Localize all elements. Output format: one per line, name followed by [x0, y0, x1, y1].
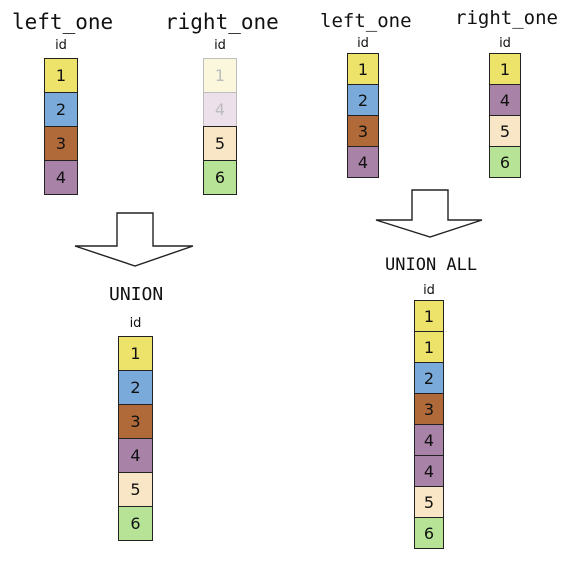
- id-cell: 1: [489, 53, 521, 85]
- id-cell: 2: [118, 370, 153, 405]
- id-cell: 4: [414, 455, 444, 487]
- column-header: id: [357, 36, 369, 51]
- union-all-right-table-title: right_one: [455, 7, 558, 29]
- union-all-operation-label: UNION ALL: [385, 255, 478, 275]
- id-cell: 2: [414, 362, 444, 394]
- id-cell: 6: [203, 160, 237, 195]
- id-cell: 3: [347, 115, 379, 147]
- union-right-table-title: right_one: [165, 10, 279, 34]
- id-cell: 2: [44, 92, 78, 127]
- union-all-left-table-title: left_one: [320, 10, 412, 32]
- column-header: id: [214, 38, 226, 53]
- id-cell: 1: [118, 336, 153, 371]
- id-cell: 5: [118, 472, 153, 507]
- id-cell: 6: [118, 506, 153, 541]
- id-cell: 4: [118, 438, 153, 473]
- id-cell: 1: [44, 58, 78, 93]
- id-cell: 6: [489, 146, 521, 178]
- column-header: id: [129, 316, 142, 331]
- id-cell: 6: [414, 517, 444, 549]
- column-header: id: [423, 283, 435, 298]
- union-left-table-title: left_one: [12, 10, 114, 34]
- down-arrow-icon: [74, 212, 194, 267]
- id-cell: 1: [414, 300, 444, 332]
- column-header: id: [55, 38, 67, 53]
- id-cell: 5: [203, 126, 237, 161]
- id-cell: 4: [489, 84, 521, 116]
- id-cell: 5: [489, 115, 521, 147]
- id-cell: 2: [347, 84, 379, 116]
- union-operation-label: UNION: [109, 284, 164, 305]
- id-cell: 1: [203, 58, 237, 93]
- id-cell: 5: [414, 486, 444, 518]
- id-cell: 3: [414, 393, 444, 425]
- id-cell: 3: [118, 404, 153, 439]
- id-cell: 1: [347, 53, 379, 85]
- id-cell: 3: [44, 126, 78, 161]
- id-cell: 4: [203, 92, 237, 127]
- id-cell: 4: [414, 424, 444, 456]
- column-header: id: [499, 36, 511, 51]
- id-cell: 4: [347, 146, 379, 178]
- id-cell: 1: [414, 331, 444, 363]
- id-cell: 4: [44, 160, 78, 195]
- down-arrow-icon: [375, 189, 483, 238]
